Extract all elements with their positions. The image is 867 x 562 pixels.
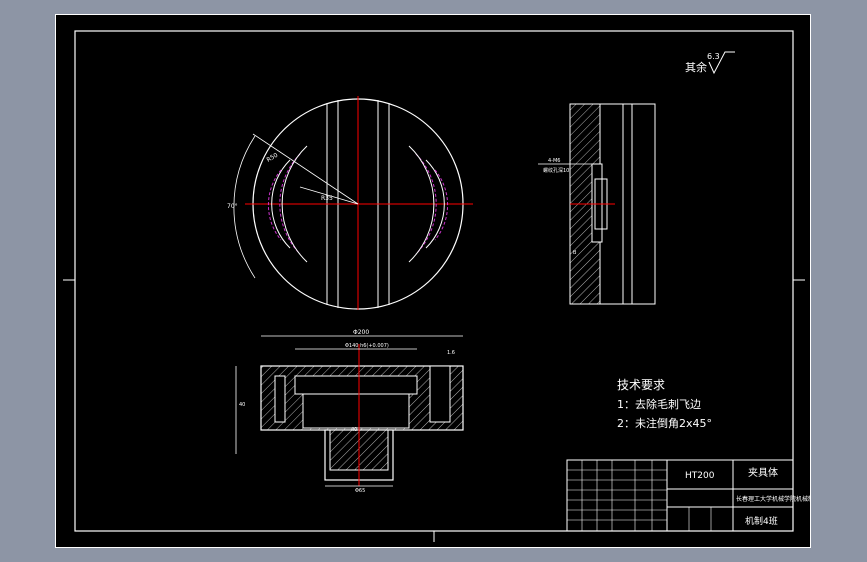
- svg-text:Φ200: Φ200: [353, 329, 369, 336]
- title-block: HT200 夹具体 长春理工大学机械学院机械制造 机制4班: [566, 459, 811, 532]
- tech-requirement-1: 1：去除毛刺飞边: [617, 397, 701, 411]
- material-label: HT200: [685, 471, 715, 481]
- svg-text:螺纹孔深10: 螺纹孔深10: [543, 167, 569, 174]
- svg-text:R50: R50: [266, 152, 280, 164]
- outer-frame: [55, 14, 811, 548]
- tech-requirement-2: 2：未注倒角2x45°: [617, 416, 712, 430]
- svg-text:Φ65: Φ65: [355, 488, 365, 494]
- front-view: Φ200 Φ140 h6(+0.007) Φ65 40 1.6 40: [235, 329, 464, 494]
- svg-text:Φ140 h6(+0.007): Φ140 h6(+0.007): [345, 343, 389, 349]
- tech-requirements: 技术要求 1：去除毛刺飞边 2：未注倒角2x45°: [617, 378, 712, 430]
- svg-text:70°: 70°: [227, 203, 238, 210]
- inner-frame: [74, 30, 794, 532]
- drawing-canvas: 其余 6.3 R50 R35 70°: [55, 14, 811, 548]
- svg-text:40: 40: [351, 427, 357, 433]
- surface-finish-value: 6.3: [707, 52, 720, 61]
- side-view: 4-M6 螺纹孔深10 B: [538, 103, 656, 305]
- top-view: R50 R35 70°: [227, 96, 473, 310]
- tech-requirements-title: 技术要求: [617, 378, 665, 392]
- surface-finish-label: 其余: [685, 60, 707, 74]
- svg-text:B: B: [573, 250, 577, 256]
- drawing-number: 机制4班: [745, 515, 778, 527]
- svg-text:R35: R35: [321, 195, 333, 202]
- svg-text:1.6: 1.6: [447, 350, 455, 356]
- surface-finish-symbol: 其余 6.3: [685, 51, 735, 75]
- svg-text:4-M6: 4-M6: [548, 158, 560, 164]
- part-name: 夹具体: [748, 466, 778, 479]
- svg-text:40: 40: [239, 402, 245, 408]
- cad-viewport[interactable]: 其余 6.3 R50 R35 70°: [55, 14, 811, 548]
- company-name: 长春理工大学机械学院机械制造: [736, 495, 811, 503]
